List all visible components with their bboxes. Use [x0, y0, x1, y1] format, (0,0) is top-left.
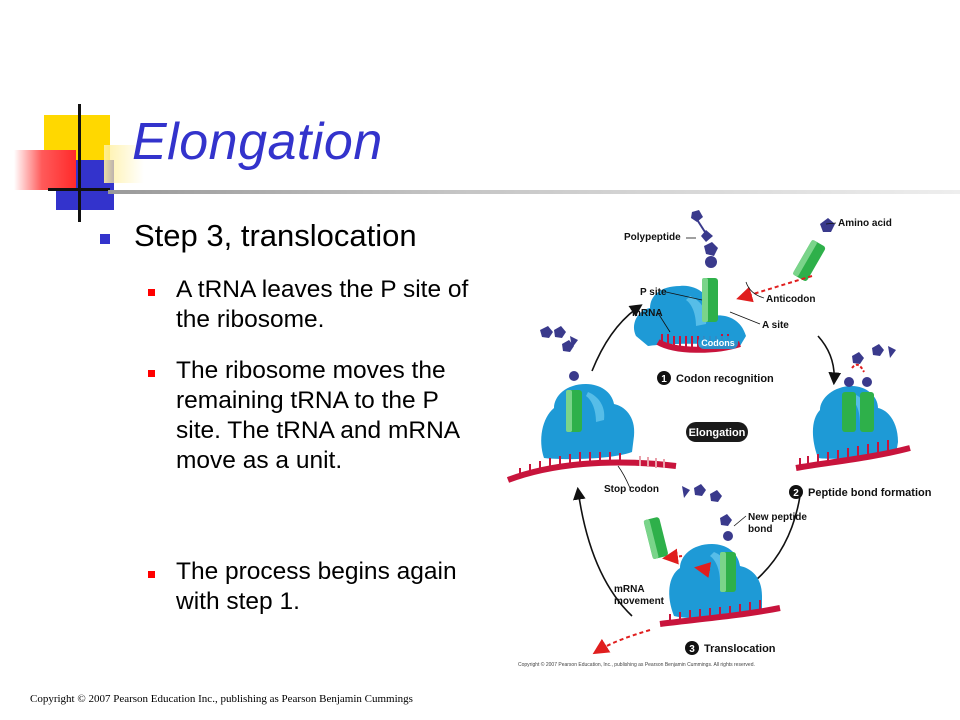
incoming-trna: [793, 240, 826, 281]
mrna-strand: [795, 445, 911, 471]
step1-marker: 1 Codon recognition: [657, 371, 774, 385]
step3-marker: 3 Translocation: [685, 641, 776, 655]
cycle-arrow-top-left: [591, 304, 643, 372]
mrna-movement-arrow: [592, 629, 651, 655]
copyright-footer: Copyright © 2007 Pearson Education Inc.,…: [30, 693, 413, 705]
ribosome-step3: [592, 484, 781, 655]
svg-text:3: 3: [689, 644, 695, 655]
page-title: Elongation: [132, 113, 383, 171]
label-anticodon: Anticodon: [766, 294, 815, 305]
center-label-pill: [686, 422, 748, 442]
ribosome-step2: [795, 344, 911, 471]
trna-entry-arrow: [736, 275, 813, 303]
figure-credit: Copyright © 2007 Pearson Education, Inc.…: [518, 661, 755, 668]
step1-label: Codon recognition: [676, 373, 774, 385]
cycle-arrow-right: [817, 335, 842, 386]
label-amino-acid: Amino acid: [838, 218, 892, 229]
elongation-cycle-diagram: Elongation 1 Codon recognition 2 Peptide…: [506, 210, 932, 668]
bullet-text: Step 3, translocation: [134, 218, 417, 253]
mrna-strand: [659, 605, 781, 627]
exiting-trna: [643, 517, 668, 559]
label-polypeptide: Polypeptide: [624, 232, 681, 243]
step3-label: Translocation: [704, 643, 776, 655]
title-deco-vertical-line: [78, 104, 81, 222]
label-stop-codon: Stop codon: [604, 484, 659, 495]
sub-bullet-text: The process begins again with step 1.: [176, 558, 457, 615]
label-p-site: P site: [640, 287, 667, 298]
ribosome-left: [506, 326, 677, 483]
sub-bullet-square-icon: [148, 289, 155, 296]
sub-bullet-text: A tRNA leaves the P site of the ribosome…: [176, 276, 469, 333]
svg-text:2: 2: [793, 488, 799, 499]
sub-bullet-square-icon: [148, 571, 155, 578]
label-mrna: mRNA: [632, 308, 663, 319]
sub-bullet-square-icon: [148, 370, 155, 377]
sub-bullet-text: The ribosome moves the remaining tRNA to…: [176, 357, 459, 474]
step2-label: Peptide bond formation: [808, 487, 932, 499]
center-label: Elongation: [689, 427, 746, 439]
bullet-square-icon: [100, 234, 110, 244]
svg-text:1: 1: [661, 374, 667, 385]
label-codons: Codons: [701, 338, 735, 348]
ribosome-step1: [633, 210, 835, 353]
label-a-site: A site: [762, 320, 789, 331]
title-underline-rule: [108, 190, 960, 194]
title-deco-horizontal-line: [48, 188, 110, 191]
step2-marker: 2 Peptide bond formation: [789, 485, 932, 499]
title-deco-red-bar: [14, 150, 76, 190]
mrna-strand: [506, 459, 677, 483]
cycle-arrow-bottom-left: [572, 486, 633, 617]
title-deco-fade: [104, 145, 144, 183]
